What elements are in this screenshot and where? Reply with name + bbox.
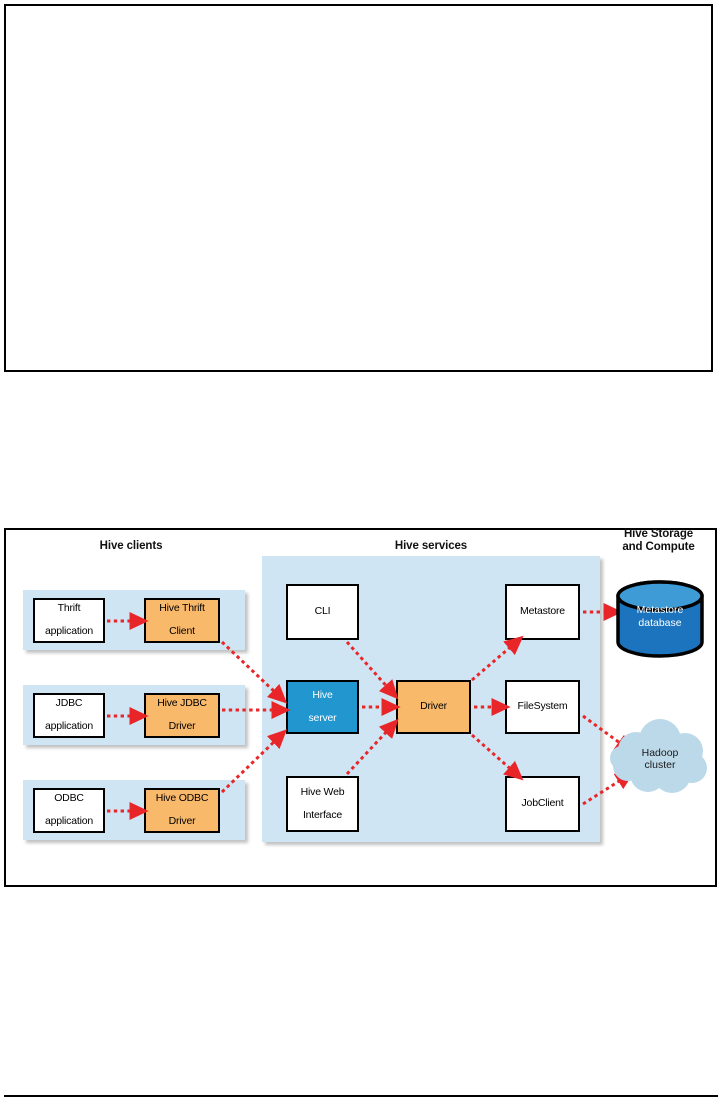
hive-odbc-driver-line1: Hive ODBC (155, 792, 209, 805)
node-hive-web-interface[interactable]: Hive Web Interface (286, 776, 359, 832)
node-hive-jdbc-driver[interactable]: Hive JDBC Driver (144, 693, 220, 738)
hadoop-line2: cluster (644, 759, 676, 771)
driver-label: Driver (420, 700, 447, 713)
thrift-app-line1: Thrift (57, 602, 81, 615)
hive-server-line2: server (308, 711, 337, 724)
node-driver[interactable]: Driver (396, 680, 471, 734)
footer-rule (4, 1095, 718, 1097)
metastore-database-label: Metastore database (614, 604, 706, 629)
node-thrift-application[interactable]: Thrift application (33, 598, 105, 643)
jobclient-label: JobClient (521, 797, 564, 810)
group-title-hive-services: Hive services (394, 540, 468, 552)
jdbc-app-line2: application (44, 720, 93, 733)
hive-architecture-figure: Hive clients Hive services Hive Storage … (4, 528, 717, 887)
node-hive-odbc-driver[interactable]: Hive ODBC Driver (144, 788, 220, 833)
metastore-database-cylinder[interactable]: Metastore database (614, 580, 706, 658)
metastore-label: Metastore (520, 605, 565, 618)
group-title-hive-storage-and-compute: Hive Storage and Compute (601, 528, 716, 554)
hive-web-line2: Interface (302, 808, 343, 821)
node-hive-server[interactable]: Hive server (286, 680, 359, 734)
hive-jdbc-driver-line1: Hive JDBC (157, 697, 207, 710)
storage-title-line2: and Compute (622, 541, 695, 553)
node-metastore[interactable]: Metastore (505, 584, 580, 640)
hadoop-cluster-label: Hadoop cluster (642, 747, 679, 771)
jdbc-app-line1: JDBC (55, 697, 83, 710)
hive-thrift-client-line1: Hive Thrift (159, 602, 205, 615)
node-cli[interactable]: CLI (286, 584, 359, 640)
metastore-db-line1: Metastore (636, 604, 684, 616)
thrift-app-line2: application (44, 625, 93, 638)
upper-content-frame (4, 4, 713, 372)
odbc-app-line2: application (44, 815, 93, 828)
odbc-app-line1: ODBC (54, 792, 84, 805)
hive-server-line1: Hive (312, 688, 333, 701)
node-hive-thrift-client[interactable]: Hive Thrift Client (144, 598, 220, 643)
node-jobclient[interactable]: JobClient (505, 776, 580, 832)
hive-odbc-driver-line2: Driver (168, 815, 196, 828)
cli-label: CLI (314, 605, 331, 618)
cylinder-shape (616, 580, 704, 658)
group-title-hive-clients: Hive clients (99, 540, 163, 552)
hive-web-line1: Hive Web (300, 785, 345, 798)
node-jdbc-application[interactable]: JDBC application (33, 693, 105, 738)
hadoop-cluster-cloud[interactable]: Hadoop cluster (606, 716, 714, 802)
node-odbc-application[interactable]: ODBC application (33, 788, 105, 833)
hadoop-line1: Hadoop (641, 747, 679, 759)
hive-thrift-client-line2: Client (169, 625, 195, 638)
filesystem-label: FileSystem (517, 700, 568, 713)
hive-jdbc-driver-line2: Driver (168, 720, 196, 733)
metastore-db-line2: database (638, 616, 682, 629)
storage-title-line1: Hive Storage (623, 528, 694, 540)
node-filesystem[interactable]: FileSystem (505, 680, 580, 734)
figure-canvas: Hive clients Hive services Hive Storage … (6, 528, 716, 885)
